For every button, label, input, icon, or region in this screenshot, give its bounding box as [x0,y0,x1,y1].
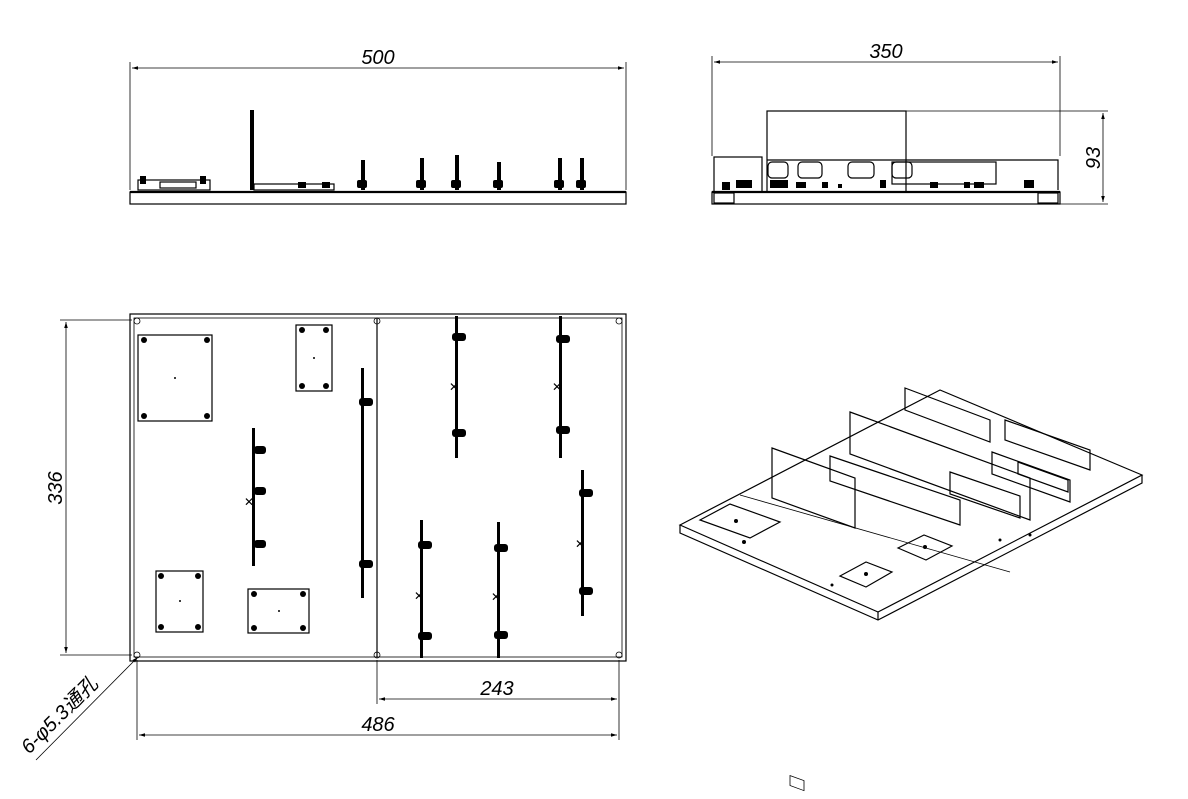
svg-text:✕: ✕ [414,589,424,603]
svg-text:✕: ✕ [575,537,585,551]
top-view: ✕ ✕ ✕ ✕ ✕ ✕ [17,313,627,761]
side-width-label: 350 [869,41,902,63]
side-view: 350 93 [711,41,1108,205]
svg-text:✕: ✕ [449,380,459,394]
svg-text:✕: ✕ [244,495,254,509]
hole-note-label: 6-φ5.3通孔 [17,672,103,758]
front-width-label: 500 [361,47,394,69]
svg-text:✕: ✕ [552,380,562,394]
top-height-label: 336 [45,470,67,504]
front-view: 500 [129,47,627,205]
top-half-width-label: 243 [479,678,513,700]
svg-text:✕: ✕ [491,590,501,604]
top-width-label: 486 [361,714,395,736]
side-height-label: 93 [1083,147,1105,169]
isometric-view [678,387,1144,792]
